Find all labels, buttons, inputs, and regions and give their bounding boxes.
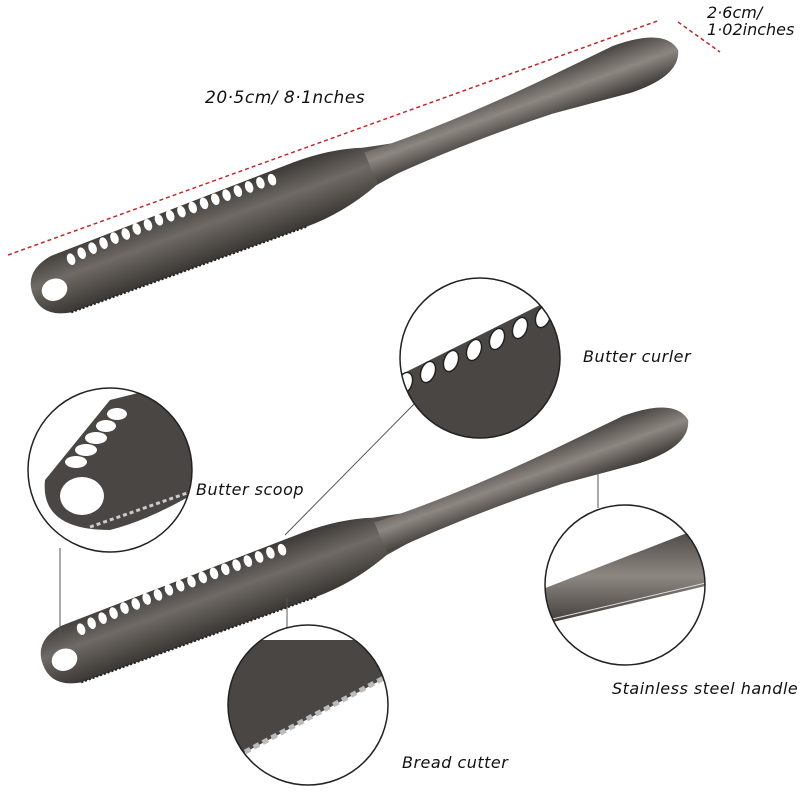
width-dimension-line: [677, 21, 721, 53]
length-dimension-line: [7, 19, 661, 256]
butter-curler-label: Butter curler: [583, 347, 692, 366]
butter-scoop-detail: [27, 387, 193, 553]
bread-cutter-detail: [227, 624, 389, 786]
length-dimension-label: 20·5cm/ 8·1nches: [205, 88, 366, 108]
width-label-line1: 2·6cm/: [707, 3, 763, 22]
bread-cutter-label: Bread cutter: [402, 753, 509, 772]
butter-curler-detail: [399, 277, 561, 439]
butter-scoop-label: Butter scoop: [196, 480, 305, 499]
knife-top: [30, 37, 679, 314]
handle-detail: [544, 504, 706, 666]
width-dimension-label: 2·6cm/ 1·02inches: [707, 4, 794, 38]
handle-label: Stainless steel handle: [612, 679, 799, 698]
width-label-line2: 1·02inches: [707, 20, 795, 39]
knife-bottom: [40, 407, 689, 684]
callout-lines: [59, 399, 599, 640]
